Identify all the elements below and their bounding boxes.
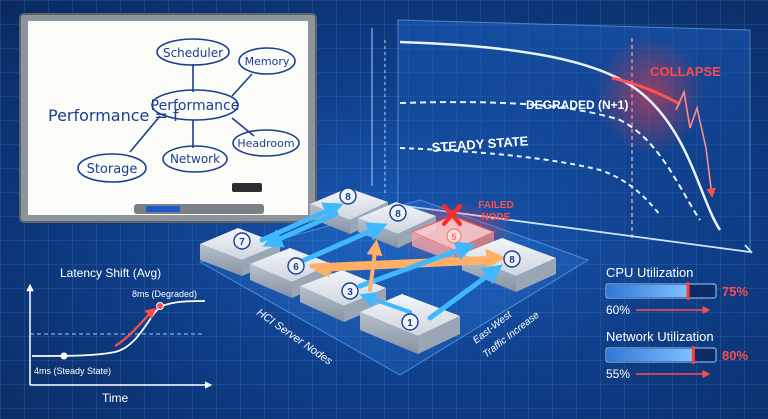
degraded-label: 8ms (Degraded): [132, 289, 197, 299]
svg-text:3: 3: [347, 287, 353, 298]
failed-label-line2: NODE: [482, 212, 511, 223]
center-label: Performance: [151, 98, 240, 114]
svg-text:5: 5: [451, 232, 456, 242]
cpu-utilization: CPU Utilization 75% 60%: [605, 265, 748, 317]
network-bar-fill: [607, 349, 694, 361]
node-scheduler: [156, 38, 230, 66]
svg-text:7: 7: [239, 237, 245, 248]
svg-text:8: 8: [509, 255, 515, 266]
network-after-value: 80%: [722, 348, 748, 363]
node-badge-7: 8: [339, 187, 357, 205]
svg-text:8: 8: [395, 209, 401, 220]
failed-label-line1: FAILED: [478, 200, 514, 211]
network-title: Network Utilization: [606, 329, 714, 344]
traffic-arrow: [427, 264, 503, 321]
traffic-arrow: [297, 222, 388, 265]
cpu-after-value: 75%: [722, 284, 748, 299]
whiteboard: Performance = f Performance Scheduler Me…: [19, 13, 317, 223]
degraded-point: [156, 302, 164, 310]
traffic-arrow: [313, 260, 496, 278]
network-before-value: 55%: [606, 367, 630, 381]
time-axis-label: Time: [102, 391, 129, 405]
cpu-bar-marker: [686, 282, 690, 300]
node-storage: [77, 153, 147, 183]
svg-text:1: 1: [407, 318, 413, 329]
node-badge-6: 7: [233, 232, 251, 250]
cpu-title: CPU Utilization: [606, 265, 693, 280]
failure-x-icon: [442, 204, 462, 226]
zone-degraded: DEGRADED (N+1): [526, 98, 628, 112]
traffic-arrow: [357, 241, 476, 289]
memory-label: Memory: [245, 55, 290, 68]
steady-point: [60, 352, 68, 360]
node-badge-4: 6: [287, 257, 305, 275]
zone-collapse: COLLAPSE: [650, 64, 721, 79]
node-performance: [151, 89, 239, 121]
headroom-label: Headroom: [237, 137, 294, 150]
latency-chart: Latency Shift (Avg) 4ms (Steady State) 8…: [26, 266, 213, 405]
node-network: [162, 145, 228, 173]
curve-panel: STEADY STATE DEGRADED (N+1) COLLAPSE: [371, 19, 753, 254]
node-badge-8: 8: [389, 204, 407, 222]
steady-label: 4ms (Steady State): [34, 366, 111, 376]
traffic-arrow: [359, 292, 412, 314]
scheduler-label: Scheduler: [163, 46, 223, 60]
latency-title: Latency Shift (Avg): [60, 266, 161, 280]
network-label: Network: [170, 152, 220, 166]
node-memory: [238, 47, 296, 75]
svg-text:6: 6: [293, 262, 299, 273]
network-utilization: Network Utilization 80% 55%: [605, 329, 748, 381]
zone-steady: STEADY STATE: [431, 133, 529, 155]
svg-text:8: 8: [345, 192, 351, 203]
equation-prefix: Performance = f: [48, 106, 179, 125]
network-bar-marker: [691, 346, 695, 364]
node-badge-8b: 8: [503, 250, 521, 268]
node-badge-1: 1: [401, 313, 419, 331]
cpu-bar-fill: [607, 285, 688, 297]
node-badge-3: 3: [341, 282, 359, 300]
storage-label: Storage: [87, 162, 138, 177]
node-badge-5-failed: 5: [446, 228, 462, 244]
traffic-arrow: [262, 211, 339, 248]
node-headroom: [232, 129, 300, 157]
cpu-before-value: 60%: [606, 303, 630, 317]
traffic-arrow: [366, 239, 383, 292]
